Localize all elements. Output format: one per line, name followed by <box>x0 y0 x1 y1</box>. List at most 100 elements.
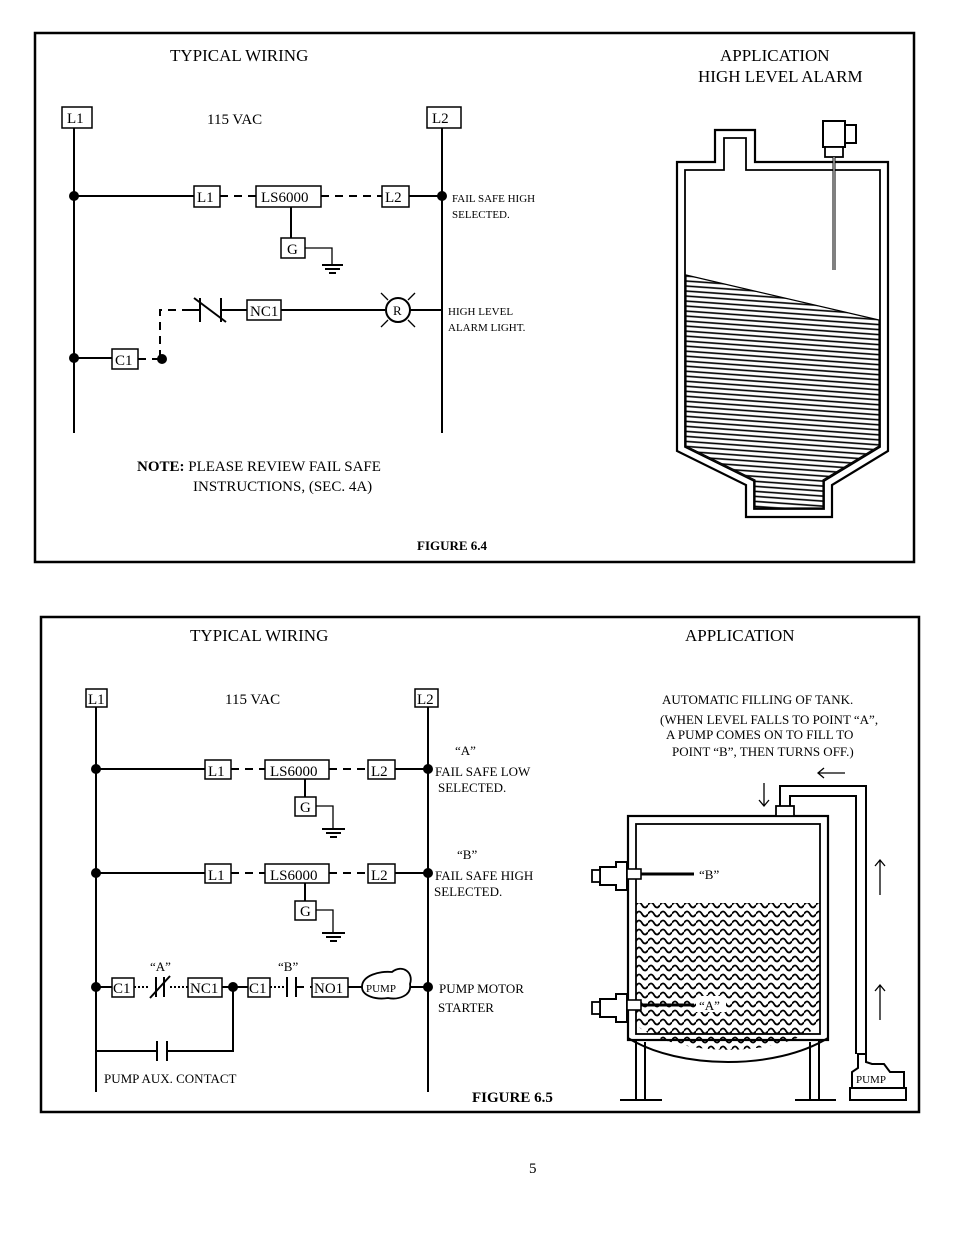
description-line-3: A PUMP COMES ON TO FILL TO <box>666 727 853 742</box>
no1-label: NO1 <box>314 981 343 997</box>
pump-label: PUMP <box>856 1074 886 1086</box>
supply-pipe <box>779 785 867 1054</box>
probe-b-label: “B” <box>699 867 719 882</box>
figure-6-5: TYPICAL WIRING APPLICATION L1 L2 115 VAC… <box>39 615 921 1114</box>
ls6000-label: LS6000 <box>261 190 309 206</box>
ground-wire <box>316 909 334 932</box>
lamp-label: R <box>393 303 402 318</box>
failsafe-note-2: SELECTED. <box>452 209 510 221</box>
l2-terminal <box>414 688 439 708</box>
liquid-fill <box>685 274 880 509</box>
c1-a-label: C1 <box>113 981 131 997</box>
flow-down-arrow-icon <box>758 783 770 808</box>
l1-label: L1 <box>88 692 105 708</box>
note-text-2: INSTRUCTIONS, (SEC. 4A) <box>193 479 372 495</box>
pump-starter-label: PUMP <box>366 983 396 995</box>
note-text-1: NOTE: PLEASE REVIEW FAIL SAFE <box>137 459 381 475</box>
liquid-fill <box>636 903 820 1050</box>
page-number: 5 <box>529 1161 537 1177</box>
supply-pipe <box>789 795 857 1054</box>
ground-symbol-icon <box>322 932 345 942</box>
point-a-marker: “A” <box>455 743 476 758</box>
ground-wire <box>305 247 333 264</box>
probe-b-icon <box>591 861 694 891</box>
switch-b-l2-label: L2 <box>371 868 388 884</box>
voltage-label: 115 VAC <box>225 692 280 708</box>
failsafe-b-1: FAIL SAFE HIGH <box>435 868 533 883</box>
probe-a-label-bg <box>696 996 726 1012</box>
flow-left-arrow-icon <box>816 767 845 779</box>
l2-terminal <box>426 106 462 129</box>
failsafe-a-2: SELECTED. <box>438 780 506 795</box>
starter-note-1: PUMP MOTOR <box>439 981 524 996</box>
junction-dot <box>157 354 167 364</box>
application-title: APPLICATION <box>720 46 830 65</box>
l1-label: L1 <box>67 111 84 127</box>
tank-inlet <box>775 805 795 817</box>
l1-terminal <box>61 106 93 129</box>
probe-a-label: “A” <box>699 998 720 1013</box>
c1-label: C1 <box>115 353 133 369</box>
description-line-2: (WHEN LEVEL FALLS TO POINT “A”, <box>660 712 878 727</box>
contact-a-marker: “A” <box>150 959 171 974</box>
nc-contact-icon <box>149 975 171 999</box>
nc1-label: NC1 <box>250 304 278 320</box>
failsafe-a-1: FAIL SAFE LOW <box>435 764 531 779</box>
probe-a-icon <box>591 993 694 1023</box>
description-line-1: AUTOMATIC FILLING OF TANK. <box>662 692 853 707</box>
alarm-lamp-icon <box>380 292 416 328</box>
flow-up-arrow-icon <box>874 983 886 1020</box>
alarm-note-2: ALARM LIGHT. <box>448 322 526 334</box>
junction-dot <box>437 191 447 201</box>
figure-6-4: TYPICAL WIRING APPLICATION HIGH LEVEL AL… <box>33 31 916 564</box>
ground-symbol-icon <box>322 264 343 274</box>
high-level-tank <box>675 120 890 519</box>
ground-wire <box>316 805 334 828</box>
wiring-title: TYPICAL WIRING <box>190 626 328 645</box>
c1-b-label: C1 <box>249 981 267 997</box>
ground-label: G <box>300 800 311 816</box>
pump-starter-icon <box>361 967 412 1000</box>
switch-a-l1-label: L1 <box>208 764 225 780</box>
wiring-title: TYPICAL WIRING <box>170 46 308 65</box>
alarm-note-1: HIGH LEVEL <box>448 306 513 318</box>
pump-icon <box>849 1053 907 1101</box>
ls6000-b-label: LS6000 <box>270 868 318 884</box>
description-line-4: POINT “B”, THEN TURNS OFF.) <box>672 744 854 759</box>
switch-l2-label: L2 <box>385 190 402 206</box>
dashed-link <box>159 309 190 358</box>
nc1-label: NC1 <box>190 981 218 997</box>
aux-contact-label: PUMP AUX. CONTACT <box>104 1071 237 1086</box>
nc-contact-icon <box>190 297 247 323</box>
junction-dot <box>423 868 433 878</box>
aux-contact-icon <box>156 1041 168 1061</box>
wire <box>167 987 234 1052</box>
switch-b-l1-label: L1 <box>208 868 225 884</box>
l2-label: L2 <box>432 111 449 127</box>
application-title: APPLICATION <box>685 626 795 645</box>
voltage-label: 115 VAC <box>207 112 262 128</box>
figure-6-4-frame <box>33 31 916 564</box>
flow-up-arrow-icon <box>874 858 886 895</box>
junction-dot <box>423 764 433 774</box>
no-contact-icon <box>286 977 297 997</box>
figure-caption: FIGURE 6.4 <box>417 538 488 553</box>
junction-dot <box>423 982 433 992</box>
ground-label: G <box>300 904 311 920</box>
switch-l1-label: L1 <box>197 190 214 206</box>
failsafe-note-1: FAIL SAFE HIGH <box>452 193 535 205</box>
starter-note-2: STARTER <box>438 1000 494 1015</box>
contact-b-marker: “B” <box>278 959 298 974</box>
l2-label: L2 <box>417 692 434 708</box>
auto-fill-tank: “B” “A” PUMP <box>591 767 907 1101</box>
switch-a-l2-label: L2 <box>371 764 388 780</box>
point-b-marker: “B” <box>457 847 477 862</box>
failsafe-b-2: SELECTED. <box>434 884 502 899</box>
ground-label: G <box>287 242 298 258</box>
ls6000-a-label: LS6000 <box>270 764 318 780</box>
figure-6-5-frame <box>39 615 921 1114</box>
level-probe-icon <box>822 120 857 270</box>
ground-symbol-icon <box>322 828 345 838</box>
figure-caption: FIGURE 6.5 <box>472 1090 553 1106</box>
